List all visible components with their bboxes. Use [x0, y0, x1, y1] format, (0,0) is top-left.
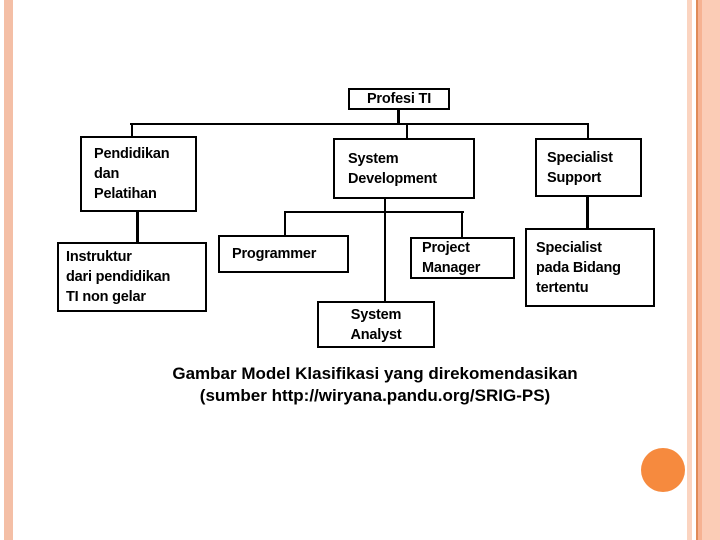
node-label-profesi-ti: Profesi TI	[366, 91, 432, 107]
node-label-programmer: Programmer	[232, 246, 317, 262]
node-label-system-analyst: System Analyst	[350, 306, 402, 343]
node-label-project-manager: Project Manager	[422, 240, 481, 276]
right-border-stripe-1	[687, 0, 692, 540]
right-border-stripe-4	[702, 0, 720, 540]
connector-sysdev-to-system-analyst	[384, 198, 386, 301]
connector-to-pendidikan	[131, 125, 133, 136]
node-specialist-support: Specialist Support	[535, 138, 642, 197]
connector-level1-horizontal	[130, 123, 589, 125]
connector-to-specialist-support	[587, 125, 589, 138]
caption-line-2: (sumber http://wiryana.pandu.org/SRIG-PS…	[199, 386, 551, 405]
figure-caption: Gambar Model Klasifikasi yang direkomend…	[30, 363, 720, 407]
node-system-development: System Development	[333, 138, 475, 199]
node-project-manager: Project Manager	[410, 237, 515, 279]
connector-profesi-down	[397, 110, 400, 124]
node-instruktur: Instruktur dari pendidikan TI non gelar	[57, 242, 207, 312]
node-pendidikan-dan-pelatihan: Pendidikan dan Pelatihan	[80, 136, 197, 212]
connector-to-project-manager	[461, 213, 463, 237]
connector-to-system-development	[406, 125, 408, 138]
node-programmer: Programmer	[218, 235, 349, 273]
accent-circle	[641, 448, 685, 492]
connector-to-specialist-bidang	[586, 196, 589, 228]
connector-level2-horizontal	[284, 211, 464, 213]
node-specialist-pada-bidang: Specialist pada Bidang tertentu	[525, 228, 655, 307]
node-label-instruktur: Instruktur dari pendidikan TI non gelar	[66, 249, 171, 305]
right-border-stripe-2	[696, 0, 698, 540]
connector-pendidikan-to-instruktur	[136, 211, 139, 242]
left-border-stripe	[4, 0, 13, 540]
node-profesi-ti: Profesi TI	[348, 88, 450, 110]
node-label-specialist-pada-bidang: Specialist pada Bidang tertentu	[536, 239, 621, 296]
node-label-system-development: System Development	[348, 150, 437, 187]
node-system-analyst: System Analyst	[317, 301, 435, 348]
connector-to-programmer	[284, 213, 286, 235]
node-label-specialist-support: Specialist Support	[547, 149, 613, 186]
caption-line-1: Gambar Model Klasifikasi yang direkomend…	[172, 364, 578, 383]
right-border-stripe-3	[698, 0, 702, 540]
node-label-pendidikan: Pendidikan dan Pelatihan	[94, 146, 170, 202]
